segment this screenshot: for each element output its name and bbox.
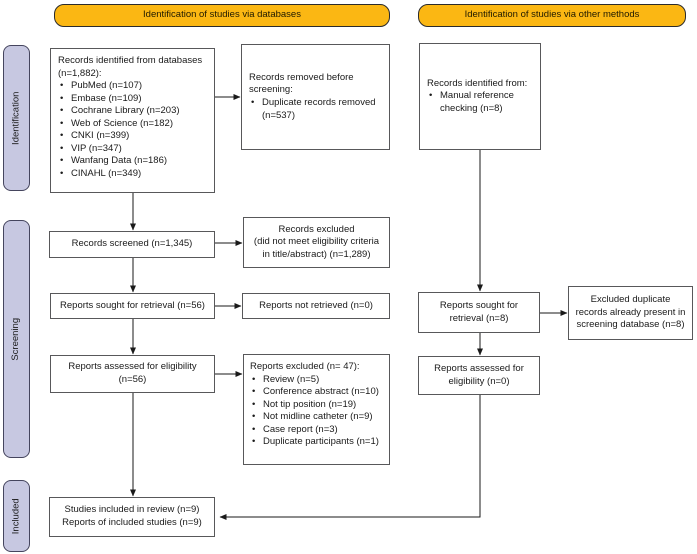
records-excluded-line1: Records excluded [278, 223, 355, 235]
records-removed-title-line1: Records removed before [249, 71, 354, 83]
database-item: CNKI (n=399) [58, 130, 207, 143]
reports-not-retrieved-label: Reports not retrieved (n=0) [259, 299, 373, 311]
exclusion-reason-item: Case report (n=3) [250, 424, 383, 437]
database-item: VIP (n=347) [58, 143, 207, 156]
records-removed-title-line2: screening: [249, 84, 293, 96]
records-removed-box: Records removed before screening: Duplic… [241, 44, 390, 150]
reports-excluded-title: Reports excluded (n= 47): [250, 361, 360, 372]
banner-other-methods: Identification of studies via other meth… [418, 4, 686, 27]
banner-databases-label: Identification of studies via databases [143, 9, 301, 21]
database-item: Cochrane Library (n=203) [58, 105, 207, 118]
stage-identification: Identification [3, 45, 30, 191]
stage-screening-label: Screening [10, 317, 22, 361]
exclusion-reason-item: Conference abstract (n=10) [250, 386, 383, 399]
exclusion-reason-item: Not midline catheter (n=9) [250, 411, 383, 424]
records-excluded-box: Records excluded (did not meet eligibili… [243, 217, 390, 268]
reports-assessed-line1: Reports assessed for eligibility [68, 361, 197, 373]
records-identified-title-line1: Records identified from databases [58, 55, 203, 66]
reports-assessed-other-line1: Reports assessed for [434, 362, 524, 374]
database-item: PubMed (n=107) [58, 80, 207, 93]
records-identified-box: Records identified from databases (n=1,8… [50, 48, 215, 193]
stage-included: Included [3, 480, 30, 552]
banner-databases: Identification of studies via databases [54, 4, 390, 27]
excluded-duplicate-line2: records already present in [575, 306, 686, 318]
reports-sought-label: Reports sought for retrieval (n=56) [60, 299, 205, 311]
excluded-duplicate-line1: Excluded duplicate [590, 294, 671, 306]
reports-sought-other-line2: retrieval (n=8) [449, 312, 509, 324]
studies-included-line1: Studies included in review (n=9) [64, 504, 200, 516]
reports-excluded-list: Review (n=5) Conference abstract (n=10) … [250, 374, 383, 449]
manual-reference-title: Records identified from: [427, 77, 528, 89]
records-identified-title-line2: (n=1,882): [58, 67, 102, 79]
stage-screening: Screening [3, 220, 30, 458]
excluded-duplicate-line3: screening database (n=8) [576, 319, 685, 331]
studies-included-box: Studies included in review (n=9) Reports… [49, 497, 215, 537]
exclusion-reason-item: Duplicate participants (n=1) [250, 436, 383, 449]
stage-included-label: Included [10, 498, 22, 534]
reports-sought-other-box: Reports sought for retrieval (n=8) [418, 292, 540, 333]
records-excluded-line3: in title/abstract) (n=1,289) [262, 248, 371, 260]
manual-reference-item: Manual reference checking (n=8) [427, 90, 533, 115]
reports-excluded-box: Reports excluded (n= 47): Review (n=5) C… [243, 354, 390, 465]
database-item: Web of Science (n=182) [58, 118, 207, 131]
exclusion-reason-item: Review (n=5) [250, 374, 383, 387]
database-item: Wanfang Data (n=186) [58, 155, 207, 168]
reports-assessed-line2: (n=56) [118, 374, 147, 385]
excluded-duplicate-box: Excluded duplicate records already prese… [568, 286, 693, 340]
reports-sought-box: Reports sought for retrieval (n=56) [50, 293, 215, 319]
records-removed-list: Duplicate records removed (n=537) [249, 97, 382, 122]
database-item: CINAHL (n=349) [58, 168, 207, 181]
records-screened-label: Records screened (n=1,345) [71, 238, 193, 250]
reports-not-retrieved-box: Reports not retrieved (n=0) [242, 293, 390, 319]
records-removed-item: Duplicate records removed (n=537) [249, 97, 382, 122]
studies-included-line2: Reports of included studies (n=9) [62, 517, 202, 528]
reports-assessed-other-box: Reports assessed for eligibility (n=0) [418, 356, 540, 395]
reports-assessed-box: Reports assessed for eligibility (n=56) [50, 355, 215, 393]
manual-reference-box: Records identified from: Manual referenc… [419, 43, 541, 150]
manual-reference-list: Manual reference checking (n=8) [427, 90, 533, 115]
records-screened-box: Records screened (n=1,345) [49, 231, 215, 258]
exclusion-reason-item: Not tip position (n=19) [250, 399, 383, 412]
records-identified-list: PubMed (n=107) Embase (n=109) Cochrane L… [58, 80, 207, 180]
reports-assessed-other-line2: eligibility (n=0) [448, 375, 510, 387]
database-item: Embase (n=109) [58, 93, 207, 106]
banner-other-methods-label: Identification of studies via other meth… [464, 9, 640, 21]
reports-sought-other-line1: Reports sought for [439, 299, 519, 311]
records-excluded-line2: (did not meet eligibility criteria [253, 236, 380, 248]
stage-identification-label: Identification [10, 91, 22, 145]
